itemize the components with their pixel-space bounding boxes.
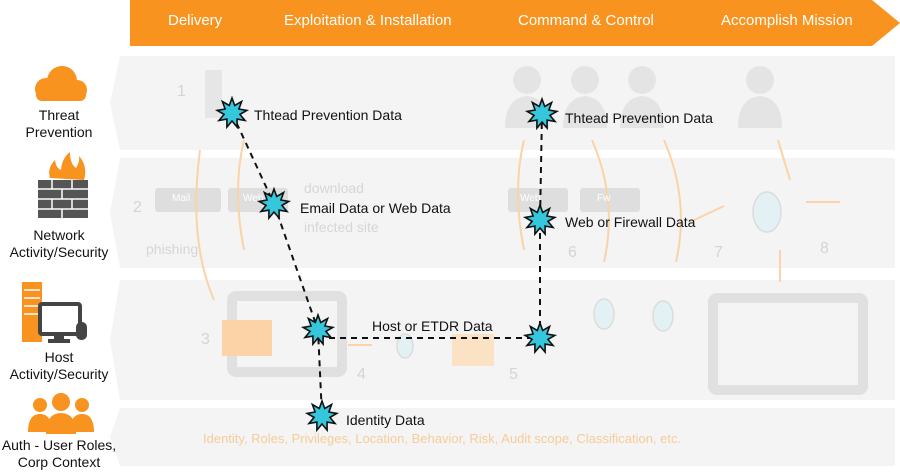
- phishing-label: phishing: [146, 241, 199, 257]
- step-4: 4: [357, 366, 366, 383]
- label-threat-prevention: Threat Prevention: [25, 107, 93, 140]
- burst-etdr: [522, 320, 558, 355]
- phase-command-control: Command & Control: [518, 12, 654, 29]
- step-1: 1: [177, 83, 186, 100]
- bug-icons: [396, 191, 782, 359]
- burst-threat-right: [524, 96, 560, 131]
- users-icon: [28, 393, 94, 434]
- callout-identity: Identity Data: [346, 412, 425, 428]
- hacker-icons: [505, 66, 782, 128]
- step-3: 3: [201, 331, 210, 348]
- burst-web-firewall: [522, 202, 558, 237]
- envelope-icon: [222, 320, 272, 356]
- burst-email-web: [256, 186, 292, 221]
- phase-exploitation: Exploitation & Installation: [284, 12, 452, 29]
- label-network-activity: Network Activity/Security: [9, 227, 109, 260]
- label-auth-context: Auth - User Roles, Corp Context: [1, 437, 117, 470]
- firewall-icon: [38, 152, 88, 218]
- step-7: 7: [714, 244, 723, 261]
- web-device-label: Web: [243, 193, 264, 204]
- document-icon: [205, 70, 222, 118]
- burst-identity: [304, 398, 340, 433]
- phase-delivery: Delivery: [168, 12, 223, 29]
- callout-host-etdr: Host or ETDR Data: [372, 318, 493, 334]
- fw-device-label: Fw: [597, 193, 611, 204]
- burst-host: [300, 312, 336, 347]
- cloud-icon: [35, 66, 87, 101]
- callout-web-firewall: Web or Firewall Data: [565, 214, 696, 230]
- host-icon: [22, 282, 87, 343]
- identity-context-text: Identity, Roles, Privileges, Location, B…: [203, 431, 682, 446]
- label-host-activity: Host Activity/Security: [9, 349, 109, 382]
- burst-threat-left: [214, 95, 250, 130]
- web-device-label-right: Web: [520, 193, 541, 204]
- step-5: 5: [509, 366, 518, 383]
- download-label: download: [304, 180, 364, 196]
- step-8: 8: [820, 240, 829, 257]
- step-6: 6: [568, 244, 577, 261]
- package-icon: [452, 334, 494, 366]
- callout-threat-prevention-right: Thtead Prevention Data: [565, 110, 713, 126]
- dashed-path-line: [231, 112, 543, 417]
- infected-site-label: infected site: [304, 219, 379, 235]
- callout-email-web: Email Data or Web Data: [300, 200, 451, 216]
- phase-accomplish-mission: Accomplish Mission: [721, 12, 853, 29]
- callout-threat-prevention-left: Thtead Prevention Data: [254, 107, 402, 123]
- mail-device-label: Mail: [172, 193, 191, 204]
- step-2: 2: [133, 199, 142, 216]
- phase-arrow: [130, 0, 900, 46]
- flow-arrows: [195, 139, 840, 346]
- burst-markers: [214, 95, 560, 433]
